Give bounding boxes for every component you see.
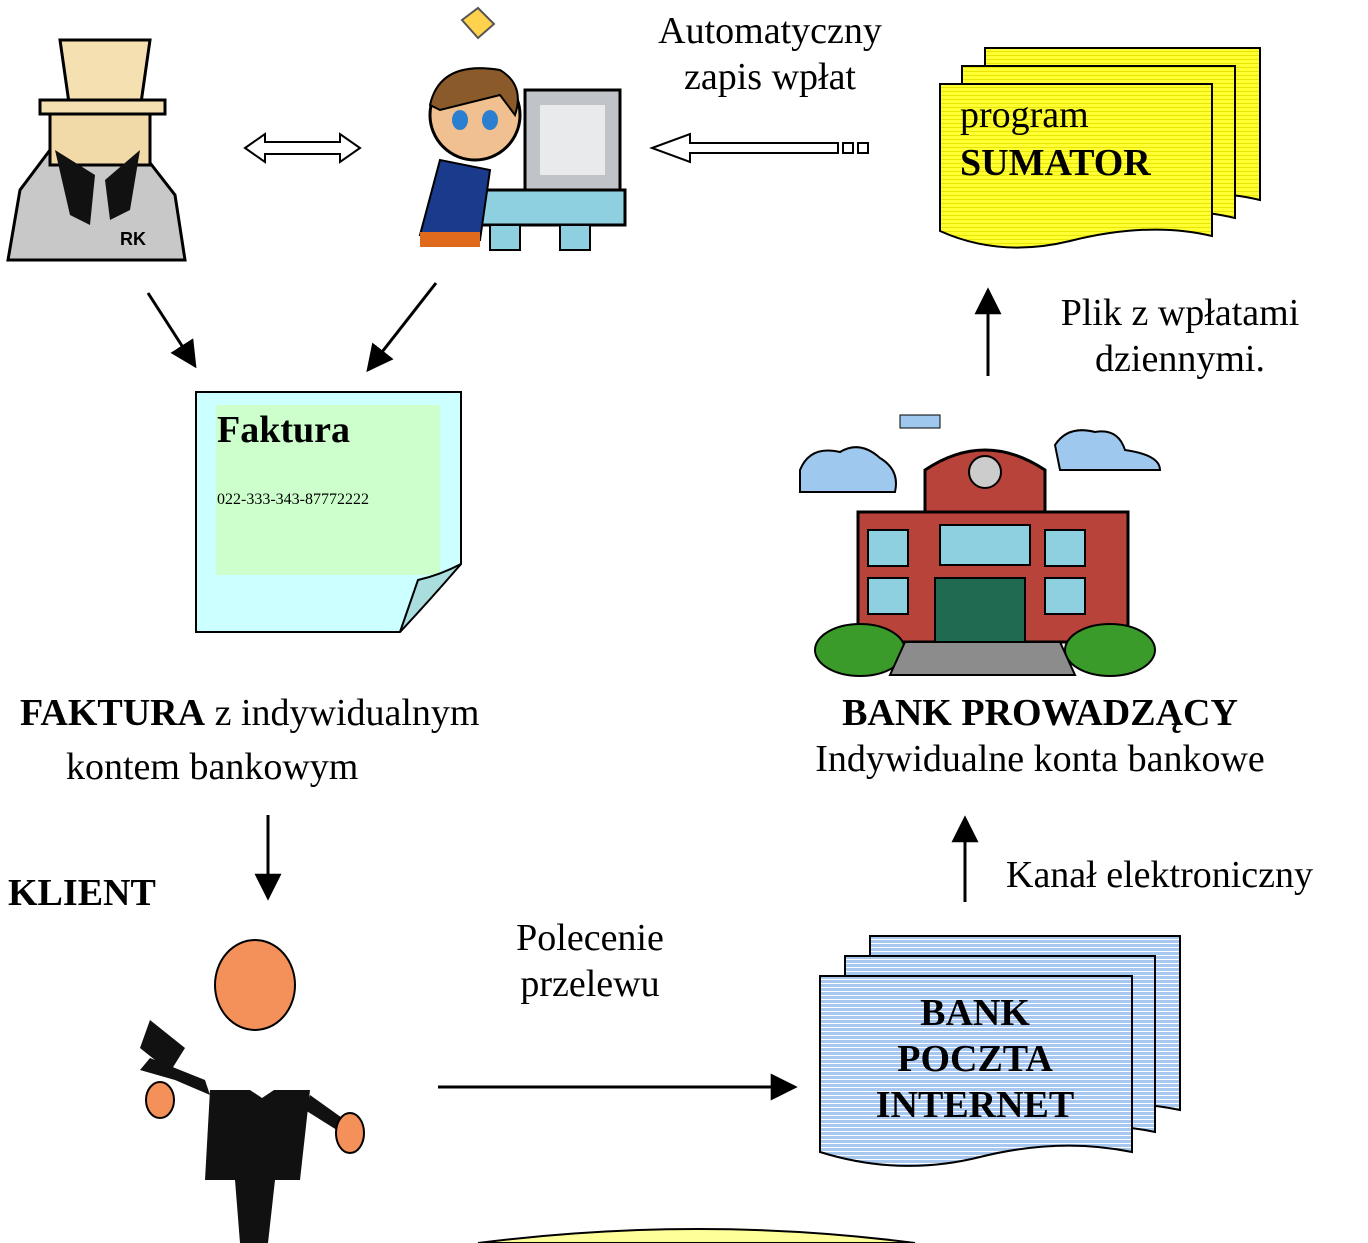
channel-internet: INTERNET xyxy=(875,1084,1075,1126)
invoice-document-icon xyxy=(195,391,462,633)
inspector-figure-icon: RK xyxy=(6,38,187,262)
daily-file-line1: Plik z wpłatami xyxy=(1060,292,1300,334)
automatic-entry-label: Automatyczny zapis wpłat xyxy=(630,8,910,100)
automatic-line1: Automatyczny xyxy=(658,10,882,52)
client-label: KLIENT xyxy=(8,872,156,914)
daily-file-label: Plik z wpłatami dziennymi. xyxy=(1030,290,1330,382)
invoice-caption-bold: FAKTURA xyxy=(20,692,206,734)
client-figure-icon xyxy=(140,939,365,1243)
automatic-line2: zapis wpłat xyxy=(683,56,856,98)
double-arrow-icon xyxy=(243,132,362,164)
arrow-inspector-to-invoice xyxy=(146,292,197,369)
program-sumator-icon xyxy=(939,47,1261,249)
bank-subtitle: Indywidualne konta bankowe xyxy=(815,738,1265,780)
daily-file-line2: dziennymi. xyxy=(1095,338,1265,380)
bank-title-text: BANK PROWADZĄCY xyxy=(842,692,1238,734)
channel-bank: BANK xyxy=(920,992,1030,1034)
program-name: SUMATOR xyxy=(960,142,1151,184)
channels-text: BANK POCZTA INTERNET xyxy=(840,990,1110,1128)
transfer-order-label: Polecenie przelewu xyxy=(470,915,710,1007)
channel-documents-icon xyxy=(819,935,1181,1167)
channel-label: Kanał elektroniczny xyxy=(1006,854,1314,896)
transfer-line1: Polecenie xyxy=(516,917,664,959)
invoice-caption-line2: kontem bankowym xyxy=(66,746,359,788)
invoice-doc-number: 022-333-343-87772222 xyxy=(217,491,369,508)
bottom-callout-shape xyxy=(477,1228,916,1243)
bank-title: BANK PROWADZĄCY Indywidualne konta banko… xyxy=(740,690,1340,782)
bank-building-icon xyxy=(799,414,1162,677)
channel-post: POCZTA xyxy=(897,1038,1053,1080)
invoice-caption-rest: z indywidualnym xyxy=(205,692,480,734)
arrow-program-to-clerk xyxy=(649,132,869,164)
arrow-clerk-to-invoice xyxy=(366,282,438,373)
svg-text:RK: RK xyxy=(120,229,146,249)
clerk-at-computer-icon xyxy=(418,6,627,251)
transfer-line2: przelewu xyxy=(520,963,660,1005)
invoice-caption: FAKTURA z indywidualnym xyxy=(20,690,479,736)
program-label: program xyxy=(960,94,1089,136)
invoice-doc-title: Faktura xyxy=(217,409,350,451)
